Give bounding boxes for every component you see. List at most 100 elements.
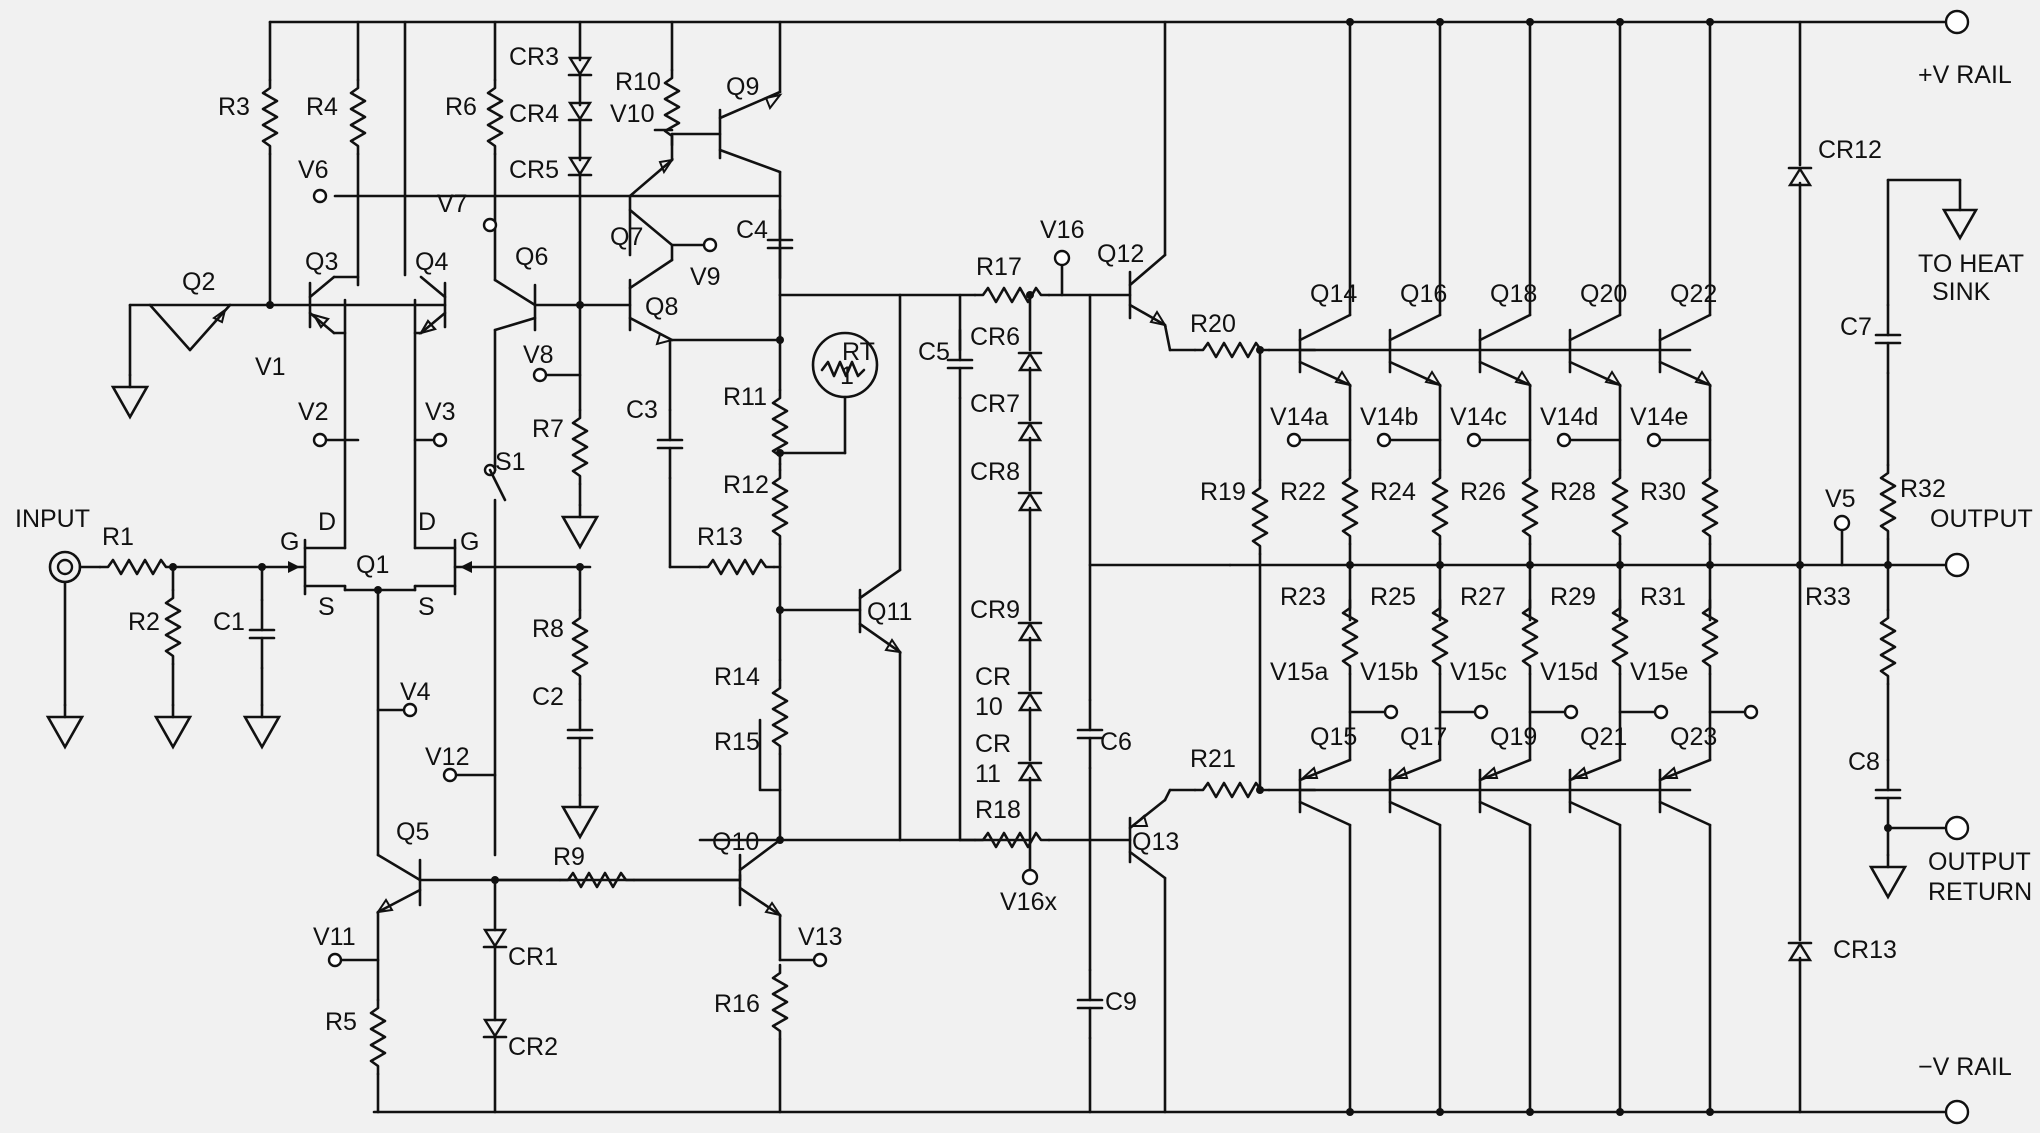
label-cr3: CR3 bbox=[509, 43, 559, 71]
label-c2: C2 bbox=[532, 683, 564, 711]
v-rail-pos-label: +V RAIL bbox=[1918, 61, 2012, 89]
label-q17: Q17 bbox=[1400, 723, 1447, 751]
label-cr7: CR7 bbox=[970, 390, 1020, 418]
label-q4: Q4 bbox=[415, 248, 448, 276]
heat-sink-label-2: SINK bbox=[1932, 278, 1991, 306]
label-v15c: V15c bbox=[1450, 658, 1507, 686]
label-r28: R28 bbox=[1550, 478, 1596, 506]
label-r21: R21 bbox=[1190, 745, 1236, 773]
label-q14: Q14 bbox=[1310, 280, 1357, 308]
label-cr11a: CR bbox=[975, 730, 1011, 758]
label-v3: V3 bbox=[425, 398, 456, 426]
label-r31: R31 bbox=[1640, 583, 1686, 611]
label-r4: R4 bbox=[306, 93, 338, 121]
output-network bbox=[1787, 20, 1979, 1114]
label-r2: R2 bbox=[128, 608, 160, 636]
label-r24: R24 bbox=[1370, 478, 1416, 506]
output-terminal bbox=[1944, 552, 1970, 578]
label-q22: Q22 bbox=[1670, 280, 1717, 308]
label-r1: R1 bbox=[102, 523, 134, 551]
input-label: INPUT bbox=[15, 505, 90, 533]
label-q8: Q8 bbox=[645, 293, 678, 321]
label-q7: Q7 bbox=[610, 223, 643, 251]
label-cr8: CR8 bbox=[970, 458, 1020, 486]
label-q3: Q3 bbox=[305, 248, 338, 276]
label-v13: V13 bbox=[798, 923, 842, 951]
output-return-label-1: OUTPUT bbox=[1928, 848, 2031, 876]
label-v5: V5 bbox=[1825, 485, 1856, 513]
label-r14: R14 bbox=[714, 663, 760, 691]
label-v15b: V15b bbox=[1360, 658, 1418, 686]
label-cr13: CR13 bbox=[1833, 936, 1897, 964]
label-r29: R29 bbox=[1550, 583, 1596, 611]
label-q11: Q11 bbox=[867, 598, 912, 626]
label-r6: R6 bbox=[445, 93, 477, 121]
current-mirror bbox=[111, 20, 782, 448]
label-r17: R17 bbox=[976, 253, 1022, 281]
label-v6: V6 bbox=[298, 156, 329, 184]
label-c7: C7 bbox=[1840, 313, 1872, 341]
label-cr1: CR1 bbox=[508, 943, 558, 971]
driver-stage bbox=[898, 20, 1317, 1114]
label-v14c: V14c bbox=[1450, 403, 1507, 431]
label-s1: S1 bbox=[495, 448, 526, 476]
label-v16x: V16x bbox=[1000, 888, 1057, 916]
label-q23: Q23 bbox=[1670, 723, 1717, 751]
label-q9: Q9 bbox=[726, 73, 759, 101]
label-v12: V12 bbox=[425, 743, 469, 771]
pin-g2: G bbox=[460, 528, 479, 556]
label-r25: R25 bbox=[1370, 583, 1416, 611]
label-r7: R7 bbox=[532, 415, 564, 443]
label-q21: Q21 bbox=[1580, 723, 1627, 751]
label-v14e: V14e bbox=[1630, 403, 1688, 431]
label-cr9: CR9 bbox=[970, 596, 1020, 624]
pin-d2: D bbox=[418, 508, 436, 536]
label-cr12: CR12 bbox=[1818, 136, 1882, 164]
label-v15a: V15a bbox=[1270, 658, 1328, 686]
label-q12: Q12 bbox=[1097, 240, 1144, 268]
label-cr11b: 11 bbox=[975, 760, 1001, 788]
lower-left-stage bbox=[327, 702, 742, 1114]
label-rt1: 1 bbox=[840, 362, 854, 390]
label-r3: R3 bbox=[218, 93, 250, 121]
label-q18: Q18 bbox=[1490, 280, 1537, 308]
label-v8: V8 bbox=[523, 341, 554, 369]
label-r22: R22 bbox=[1280, 478, 1326, 506]
label-r16: R16 bbox=[714, 990, 760, 1018]
label-v9: V9 bbox=[690, 263, 721, 291]
label-cr10a: CR bbox=[975, 663, 1011, 691]
label-q20: Q20 bbox=[1580, 280, 1627, 308]
pin-s2: S bbox=[418, 593, 435, 621]
label-c9: C9 bbox=[1105, 988, 1137, 1016]
label-v15d: V15d bbox=[1540, 658, 1598, 686]
v-rail-neg-terminal bbox=[1944, 1099, 1970, 1125]
label-q10: Q10 bbox=[712, 828, 759, 856]
output-devices bbox=[1286, 18, 1759, 1116]
label-v14b: V14b bbox=[1360, 403, 1418, 431]
heat-sink-label-1: TO HEAT bbox=[1918, 250, 2024, 278]
label-r27: R27 bbox=[1460, 583, 1506, 611]
label-v14a: V14a bbox=[1270, 403, 1328, 431]
label-q1: Q1 bbox=[356, 551, 389, 579]
label-v2: V2 bbox=[298, 398, 329, 426]
label-q16: Q16 bbox=[1400, 280, 1447, 308]
label-r33: R33 bbox=[1805, 583, 1851, 611]
label-c8: C8 bbox=[1848, 748, 1880, 776]
label-cr6: CR6 bbox=[970, 323, 1020, 351]
label-r30: R30 bbox=[1640, 478, 1686, 506]
label-cr5: CR5 bbox=[509, 156, 559, 184]
label-q5: Q5 bbox=[396, 818, 429, 846]
label-rt: RT bbox=[842, 338, 875, 366]
terminal-labels: INPUT +V RAIL −V RAIL OUTPUT OUTPUT RETU… bbox=[15, 61, 2033, 1081]
v-rail-pos-terminal bbox=[1944, 9, 1970, 35]
label-q15: Q15 bbox=[1310, 723, 1357, 751]
label-r10: R10 bbox=[615, 68, 661, 96]
label-r26: R26 bbox=[1460, 478, 1506, 506]
v-rail-neg-label: −V RAIL bbox=[1918, 1053, 2012, 1081]
label-q6: Q6 bbox=[515, 243, 548, 271]
input-jack bbox=[48, 550, 82, 584]
label-c1: C1 bbox=[213, 608, 245, 636]
pin-d1: D bbox=[318, 508, 336, 536]
label-r20: R20 bbox=[1190, 310, 1236, 338]
